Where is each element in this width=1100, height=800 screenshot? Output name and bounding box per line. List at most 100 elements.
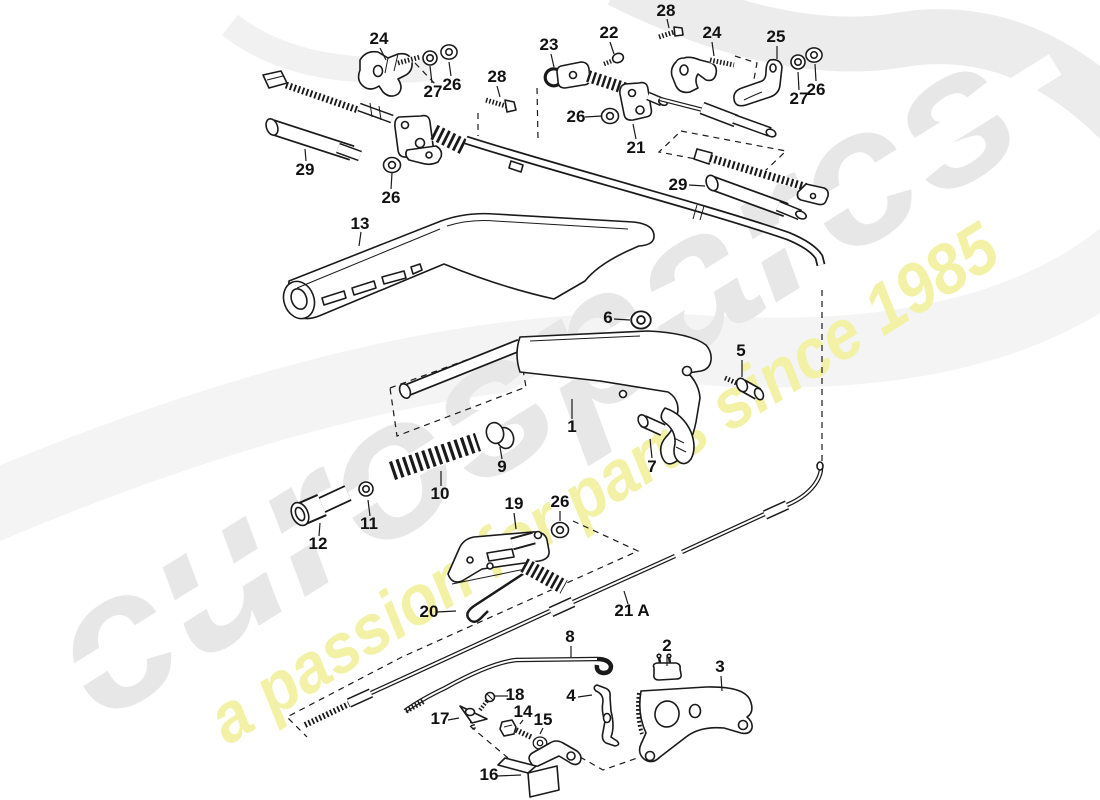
part-label-28: 28 <box>657 1 676 20</box>
part-label-leader-23 <box>550 53 555 68</box>
part-9-bushing <box>485 421 515 450</box>
part-label-21: 21 <box>627 138 646 157</box>
part-label-6: 6 <box>603 308 612 327</box>
part-label-14: 14 <box>514 702 533 721</box>
parts-artwork <box>262 26 829 798</box>
part-label-leader-21 <box>632 123 637 140</box>
part-label-leader-9 <box>499 446 503 460</box>
part-label-10: 10 <box>431 484 450 503</box>
part-6-nut <box>630 310 652 330</box>
part-label-leader-24 <box>379 47 387 61</box>
part-24-fork-left <box>357 50 421 97</box>
part-label-16: 16 <box>480 765 499 784</box>
part-26-nut-left-top <box>440 44 458 60</box>
part-label-leader-11 <box>367 499 371 517</box>
part-label-leader-19 <box>513 512 517 530</box>
part-label-26: 26 <box>382 188 401 207</box>
part-10-spring <box>388 432 482 481</box>
part-label-leader-28 <box>496 85 501 98</box>
part-label-leader-27 <box>797 71 800 91</box>
part-28-bolt-top <box>658 26 684 40</box>
part-label-leader-15 <box>539 727 544 735</box>
part-26-nut-center <box>600 107 620 125</box>
part-label-leader-22 <box>609 41 615 55</box>
part-label-leader-12 <box>318 522 321 537</box>
part-label-leader-7 <box>649 438 653 459</box>
part-label-24: 24 <box>703 23 722 42</box>
part-label-15: 15 <box>534 710 553 729</box>
watermark: eurospares a passion for parts since 198… <box>0 0 1100 760</box>
part-label-23: 23 <box>540 35 559 54</box>
part-label-leader-21-A <box>623 590 629 605</box>
part-23-circlip <box>543 67 561 88</box>
part-label-21-A: 21 A <box>614 601 649 620</box>
part-label-leader-4 <box>577 694 593 698</box>
part-28-bolt-left <box>485 97 517 113</box>
part-label-11: 11 <box>360 514 378 533</box>
part-rod-right <box>659 96 777 138</box>
part-2-stop <box>652 653 682 681</box>
part-29-cable-right <box>693 148 829 221</box>
part-label-leader-20 <box>436 610 457 613</box>
part-label-leader-28 <box>666 18 670 29</box>
part-label-26: 26 <box>443 75 462 94</box>
part-label-19: 19 <box>505 494 524 513</box>
part-label-5: 5 <box>736 341 745 360</box>
part-26-nut-right <box>805 47 823 63</box>
part-label-leader-29 <box>304 148 307 162</box>
part-3-bracket <box>636 686 753 763</box>
part-label-28: 28 <box>488 67 507 86</box>
part-label-27: 27 <box>424 82 443 101</box>
part-label-27: 27 <box>790 89 809 108</box>
part-label-12: 12 <box>309 534 328 553</box>
part-14-bolt <box>499 719 533 740</box>
part-cable-left-assembly <box>262 70 470 166</box>
part-label-9: 9 <box>497 457 506 476</box>
part-17-screw-clip <box>459 705 488 730</box>
part-12-sleeve <box>290 485 352 527</box>
part-7-pawl <box>637 407 695 465</box>
part-16-bracket <box>497 740 582 798</box>
watermark-brand-slash <box>48 54 1062 700</box>
part-13-handle <box>282 212 655 320</box>
part-label-leader-6 <box>613 318 631 321</box>
part-26-nut-left <box>382 156 402 174</box>
part-label-20: 20 <box>420 602 439 621</box>
part-label-24: 24 <box>370 29 389 48</box>
part-label-leader-27 <box>429 65 433 84</box>
part-21a-cable <box>303 461 824 729</box>
part-label-leader-26 <box>390 172 393 190</box>
part-11-washer <box>358 481 374 497</box>
part-label-3: 3 <box>715 657 724 676</box>
part-label-25: 25 <box>767 27 786 46</box>
part-label-26: 26 <box>551 492 570 511</box>
part-label-leader-13 <box>358 231 362 247</box>
part-4-pawl <box>593 684 620 747</box>
part-label-leader-24 <box>711 41 715 57</box>
part-29-sleeve-left <box>265 117 362 162</box>
part-label-leader-26 <box>814 63 817 82</box>
part-label-2: 2 <box>662 636 671 655</box>
part-21-adjuster <box>556 61 669 121</box>
part-label-leader-26 <box>448 61 452 77</box>
part-label-leader-3 <box>720 675 723 692</box>
part-22-bolt <box>602 52 625 67</box>
part-label-17: 17 <box>431 709 450 728</box>
part-label-26: 26 <box>807 80 826 99</box>
part-25-retainer <box>733 58 783 107</box>
part-label-29: 29 <box>296 160 315 179</box>
part-label-29: 29 <box>669 175 688 194</box>
part-27-washer-right <box>790 54 806 70</box>
part-label-26: 26 <box>567 107 586 126</box>
part-label-1: 1 <box>567 417 576 436</box>
part-label-7: 7 <box>647 457 656 476</box>
part-label-22: 22 <box>600 23 619 42</box>
part-8-rod <box>403 656 614 714</box>
part-label-leader-14 <box>519 719 524 725</box>
part-26-nut-mid <box>550 521 570 539</box>
part-label-8: 8 <box>565 627 574 646</box>
part-guide-tube <box>464 135 826 267</box>
part-20-spring <box>466 557 569 623</box>
part-label-4: 4 <box>566 686 576 705</box>
